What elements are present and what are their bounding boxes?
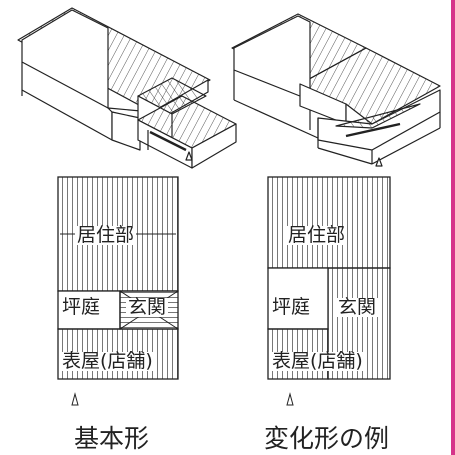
- basic-living-label: 居住部: [75, 224, 137, 246]
- variant-caption: 変化形の例: [264, 424, 390, 453]
- variant-entry-marker: [286, 392, 294, 406]
- variant-living-label: 居住部: [286, 224, 348, 246]
- variant-entrance-label: 玄関: [336, 296, 379, 318]
- variant-front-label: 表屋(店舗): [270, 350, 365, 372]
- basic-isometric-sketch: [17, 7, 237, 169]
- basic-caption: 基本形: [74, 424, 150, 453]
- variant-living-block: [267, 176, 391, 269]
- basic-entrance-label: 玄関: [126, 296, 169, 318]
- basic-entry-marker: [71, 392, 79, 406]
- basic-front-label: 表屋(店舗): [60, 350, 155, 372]
- variant-floor-plan: [267, 176, 391, 406]
- variant-courtyard-label: 坪庭: [270, 296, 313, 318]
- edge-accent-bar: [451, 0, 455, 455]
- variant-isometric-sketch: [231, 13, 441, 167]
- basic-courtyard-label: 坪庭: [60, 296, 103, 318]
